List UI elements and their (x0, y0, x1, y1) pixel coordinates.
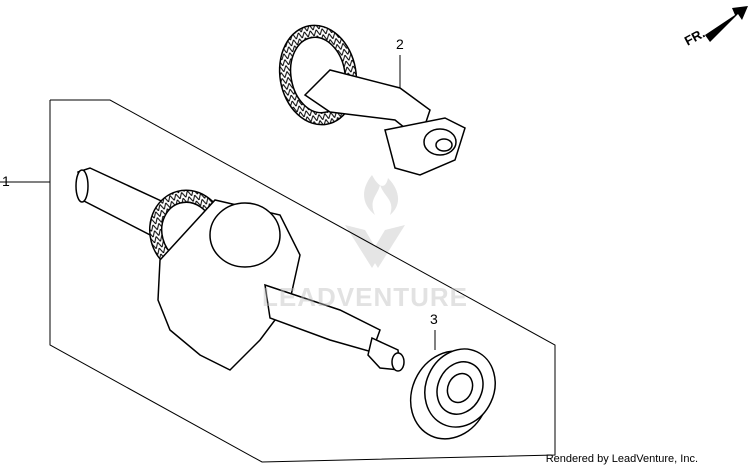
assembly-outline (0, 99, 556, 463)
leader-lines (399, 55, 436, 350)
crankshaft-part-1 (75, 167, 405, 372)
callout-3: 3 (430, 311, 438, 327)
forward-arrow-icon (705, 6, 748, 42)
watermark-text: LEADVENTURE (262, 282, 469, 312)
bearing-part-3 (409, 348, 496, 440)
rendered-by-footer: Rendered by LeadVenture, Inc. (545, 453, 698, 465)
callout-1: 1 (2, 173, 10, 189)
balancer-shaft-part-2 (278, 24, 466, 176)
callout-2: 2 (396, 36, 404, 52)
direction-label: FR. (682, 25, 708, 48)
watermark-logo (345, 175, 405, 268)
